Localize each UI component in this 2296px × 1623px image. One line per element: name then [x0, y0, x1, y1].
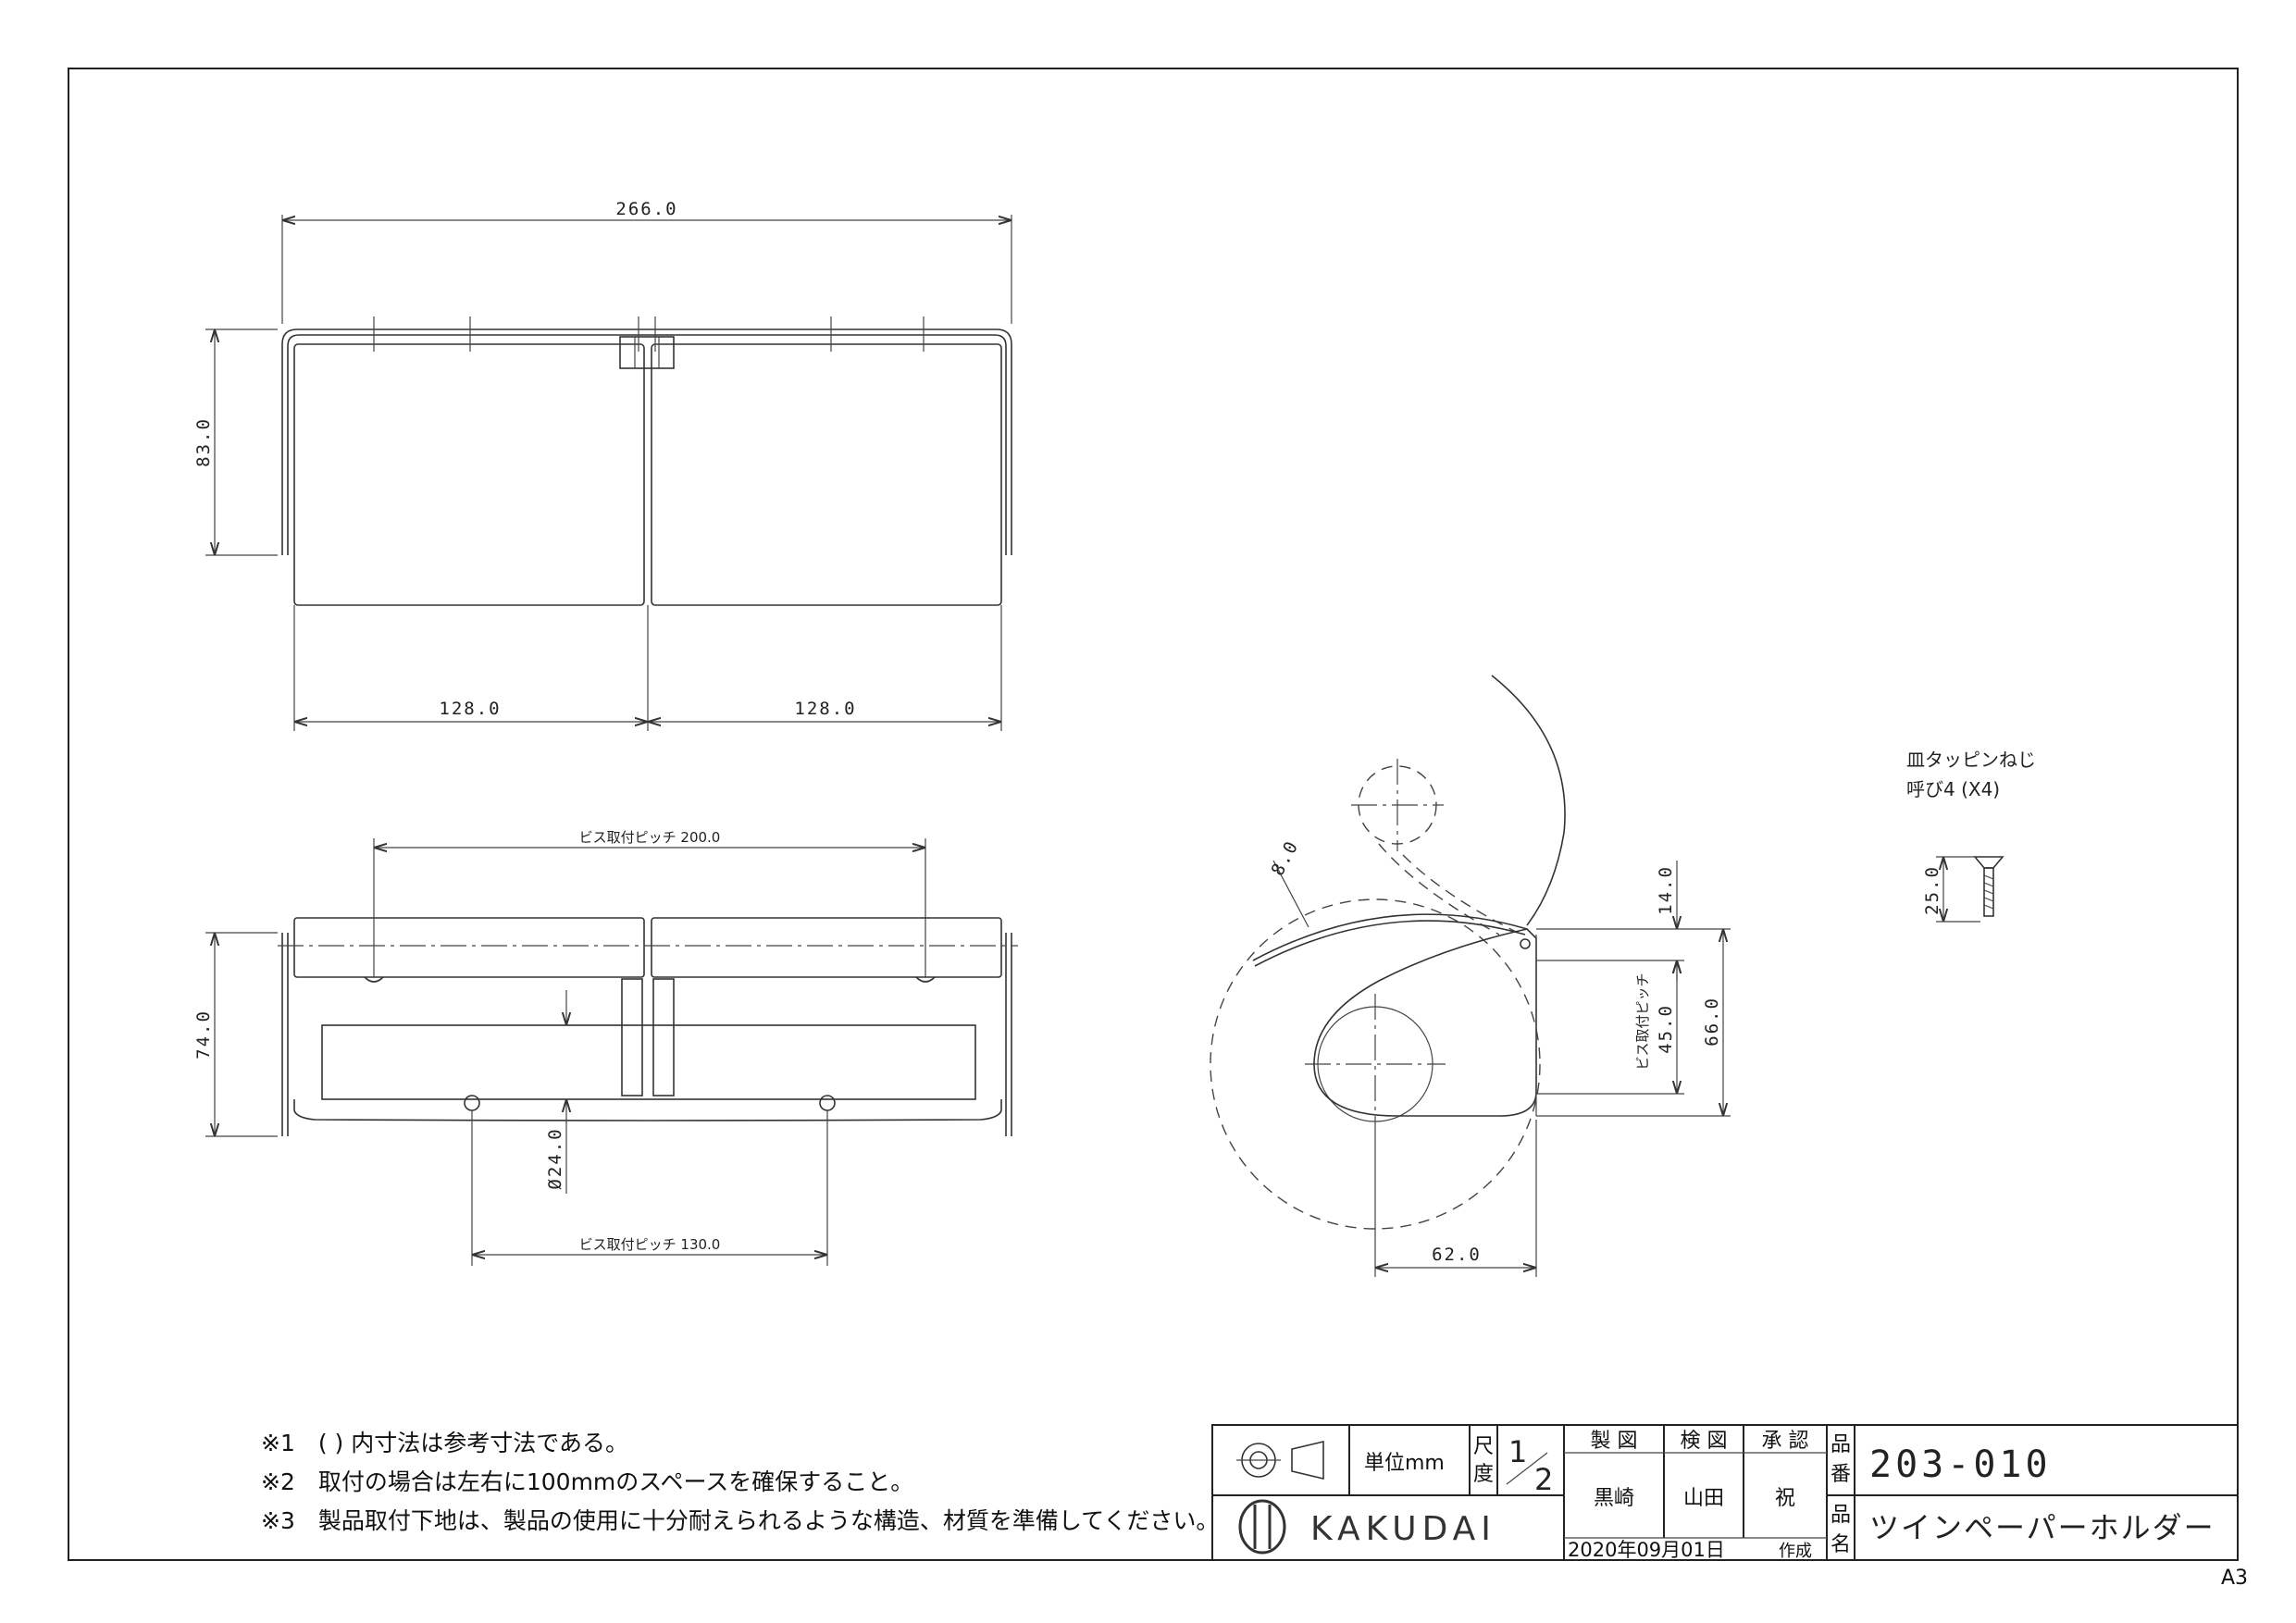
notes: ※1 ( ) 内寸法は参考寸法である。 ※2 取付の場合は左右に100mmのスペ…	[261, 1430, 1219, 1534]
created-date: 2020年09月01日	[1568, 1539, 1725, 1561]
created-label: 作成	[1779, 1542, 1812, 1561]
left-width-dim: 128.0	[439, 699, 501, 719]
overall-width-dim: 266.0	[615, 199, 677, 219]
side-screw-pitch-label: ビス取付ピッチ	[1634, 973, 1651, 1070]
paper-size: A3	[2221, 1567, 2248, 1590]
screw-spec: 呼び4 (X4)	[1906, 778, 2000, 800]
scale-label-1: 尺	[1473, 1435, 1494, 1458]
bracket-body	[1313, 928, 1537, 1117]
screw-detail: 皿タッピンねじ 呼び4 (X4) 25.0	[1906, 749, 2036, 923]
thickness-dim: 8.0	[1268, 836, 1303, 879]
side-view: 8.0 14.0 ビス取付ピッチ 45.0 66.0 62.0	[1210, 675, 1731, 1277]
bracket-outline	[281, 328, 1012, 555]
part-no-label-1: 品	[1831, 1433, 1851, 1456]
drawn-by: 黒崎	[1594, 1487, 1634, 1510]
drawing-frame	[68, 68, 2239, 1561]
side-height-dim: 66.0	[1702, 997, 1722, 1047]
part-no-label-2: 番	[1831, 1463, 1851, 1486]
center-post-right	[652, 978, 675, 1096]
side-screw-pitch-value: 45.0	[1656, 1004, 1676, 1054]
part-name-label-2: 名	[1831, 1533, 1851, 1556]
part-number: 203-010	[1869, 1443, 2052, 1486]
right-cover	[651, 343, 1002, 606]
unit-label: 単位mm	[1364, 1452, 1445, 1475]
note-2: ※2 取付の場合は左右に100mmのスペースを確保すること。	[261, 1468, 913, 1495]
paper-roll-outline	[1210, 898, 1541, 1230]
upper-screw-pitch: ビス取付ピッチ 200.0	[579, 829, 721, 846]
company-name: KAKUDAI	[1310, 1510, 1496, 1548]
screw-length-dim: 25.0	[1922, 865, 1942, 915]
right-width-dim: 128.0	[794, 699, 856, 719]
screw-name: 皿タッピンねじ	[1906, 749, 2036, 771]
checked-label: 検 図	[1681, 1430, 1728, 1453]
scale-label-2: 度	[1473, 1463, 1494, 1486]
note-1: ※1 ( ) 内寸法は参考寸法である。	[261, 1430, 628, 1456]
roll-core	[1317, 1006, 1433, 1122]
part-name-label-1: 品	[1831, 1504, 1851, 1527]
hinge-block	[619, 336, 675, 369]
drawn-label: 製 図	[1591, 1430, 1638, 1453]
scale-numerator: 1	[1508, 1434, 1529, 1469]
base-plate	[321, 1024, 976, 1100]
projection-symbol-cone	[1291, 1440, 1324, 1481]
lower-screw-pitch: ビス取付ピッチ 130.0	[579, 1236, 721, 1253]
screw-head	[1973, 856, 2004, 869]
depth-dim: 62.0	[1432, 1245, 1482, 1265]
center-post-left	[621, 978, 643, 1096]
front-view: ビス取付ピッチ 200.0 74.0 Ø24.0 ビス取付ピッチ 13	[193, 829, 1018, 1266]
right-cover-front	[651, 917, 1002, 978]
offset-dim: 14.0	[1656, 865, 1676, 915]
note-3: ※3 製品取付下地は、製品の使用に十分耐えられるような構造、材質を準備してくださ…	[261, 1507, 1219, 1534]
company-logo: KAKUDAI	[1238, 1499, 1496, 1555]
top-height-dim: 83.0	[193, 417, 214, 467]
diameter-dim: Ø24.0	[545, 1127, 565, 1189]
top-view: 266.0 83.0 128.0 128.0	[193, 199, 1012, 731]
screw-shank	[1983, 867, 1994, 917]
title-block: 単位mm 尺 度 1 2 製 図 検 図 承 認 黒崎 山田 祝 品 番 203…	[1211, 1424, 2239, 1561]
approved-by: 祝	[1775, 1487, 1795, 1510]
approved-label: 承 認	[1762, 1430, 1809, 1453]
left-cover	[293, 343, 645, 606]
left-cover-front	[293, 917, 645, 978]
scale-denominator: 2	[1534, 1462, 1555, 1497]
checked-by: 山田	[1683, 1487, 1724, 1510]
cover-arc	[1252, 913, 1528, 961]
front-height-dim: 74.0	[193, 1010, 214, 1059]
part-name: ツインペーパーホルダー	[1869, 1510, 2215, 1545]
